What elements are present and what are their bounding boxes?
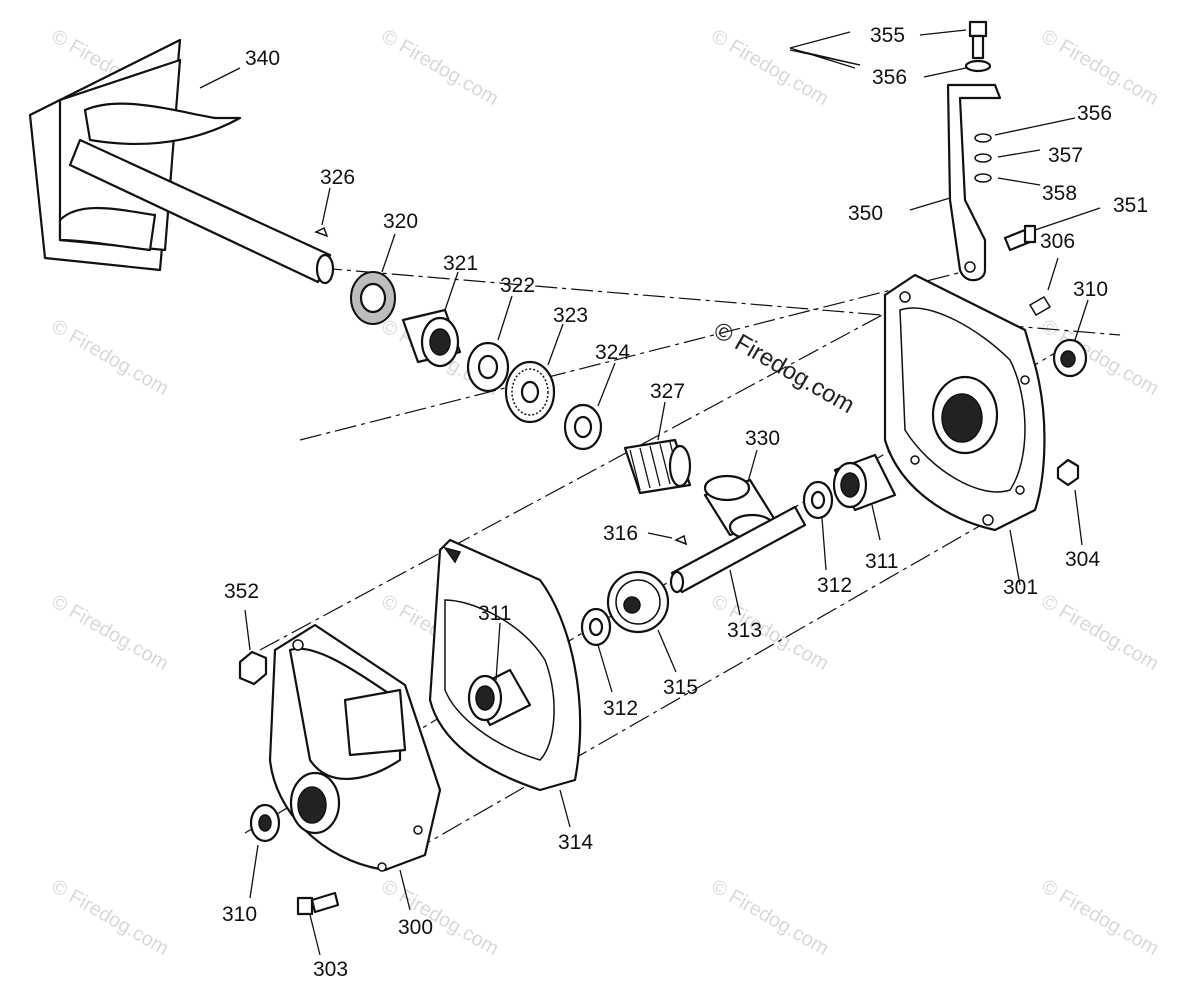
bearing-311-right [832,453,897,512]
shaft-313 [669,505,807,594]
auger-shaft-part [28,38,335,285]
callout-314: 314 [558,831,593,854]
callout-301: 301 [1003,576,1038,599]
shaft-small-parts [314,226,897,647]
callout-358: 358 [1042,182,1077,205]
callout-357: 357 [1048,144,1083,167]
washer-324 [563,403,603,451]
gasket-part [428,538,582,792]
callout-323: 323 [553,304,588,327]
watermark-tile: © Firedog.com [48,315,173,400]
worm-gear-327 [623,438,692,495]
callout-355: 355 [870,24,905,47]
watermark-tile: © Firedog.com [48,875,173,960]
callout-352: 352 [224,580,259,603]
callout-330: 330 [745,427,780,450]
callout-312-right: 312 [817,574,852,597]
callout-322: 322 [500,274,535,297]
callout-340: 340 [245,47,280,70]
left-housing-part [238,623,442,916]
callout-316: 316 [603,522,638,545]
watermark-tile: © Firedog.com [1038,25,1163,110]
callout-356-top: 356 [872,66,907,89]
callout-313: 313 [727,619,762,642]
callout-310-left: 310 [222,903,257,926]
callout-321: 321 [443,252,478,275]
thrust-bearing-323 [504,360,556,424]
pinion-gear-315 [606,570,670,634]
callout-356-side: 356 [1077,102,1112,125]
bearing-321 [401,308,462,368]
callout-300: 300 [398,916,433,939]
callout-304: 304 [1065,548,1100,571]
watermark-tile: © Firedog.com [378,875,503,960]
callout-315: 315 [663,676,698,699]
leader-lines [199,29,1101,956]
washer-312-right [802,480,834,520]
callout-350: 350 [848,202,883,225]
watermark-tile: © Firedog.com [378,25,503,110]
watermark-tile: © Firedog.com [1038,875,1163,960]
right-housing-part [883,273,1046,532]
watermark-tile: © Firedog.com [708,875,833,960]
bearing-311-left [467,668,532,727]
callout-306: 306 [1040,230,1075,253]
right-fasteners [1003,224,1088,487]
callout-312-left: 312 [603,697,638,720]
callout-324: 324 [595,341,630,364]
spacer-330 [703,474,777,541]
bolt-303 [296,891,340,916]
watermark-tile: © Firedog.com [708,25,833,110]
callout-351: 351 [1113,194,1148,217]
watermark-tile: © Firedog.com [48,590,173,675]
callout-303: 303 [313,958,348,981]
callout-327: 327 [650,380,685,403]
bolt-355 [968,20,988,60]
callout-311-left: 311 [478,602,511,625]
callout-326: 326 [320,166,355,189]
washer-312-left [580,607,612,647]
callout-320: 320 [383,210,418,233]
callout-labels: 340 326 320 321 322 323 324 327 330 316 … [222,24,1148,981]
washer-320 [350,271,396,325]
callout-311-right: 311 [865,550,898,573]
bolt-351 [1003,224,1037,252]
chute-bracket-part [946,20,1002,282]
watermark-tile: © Firedog.com [1038,590,1163,675]
callout-310-right: 310 [1073,278,1108,301]
washer-322 [466,341,510,393]
